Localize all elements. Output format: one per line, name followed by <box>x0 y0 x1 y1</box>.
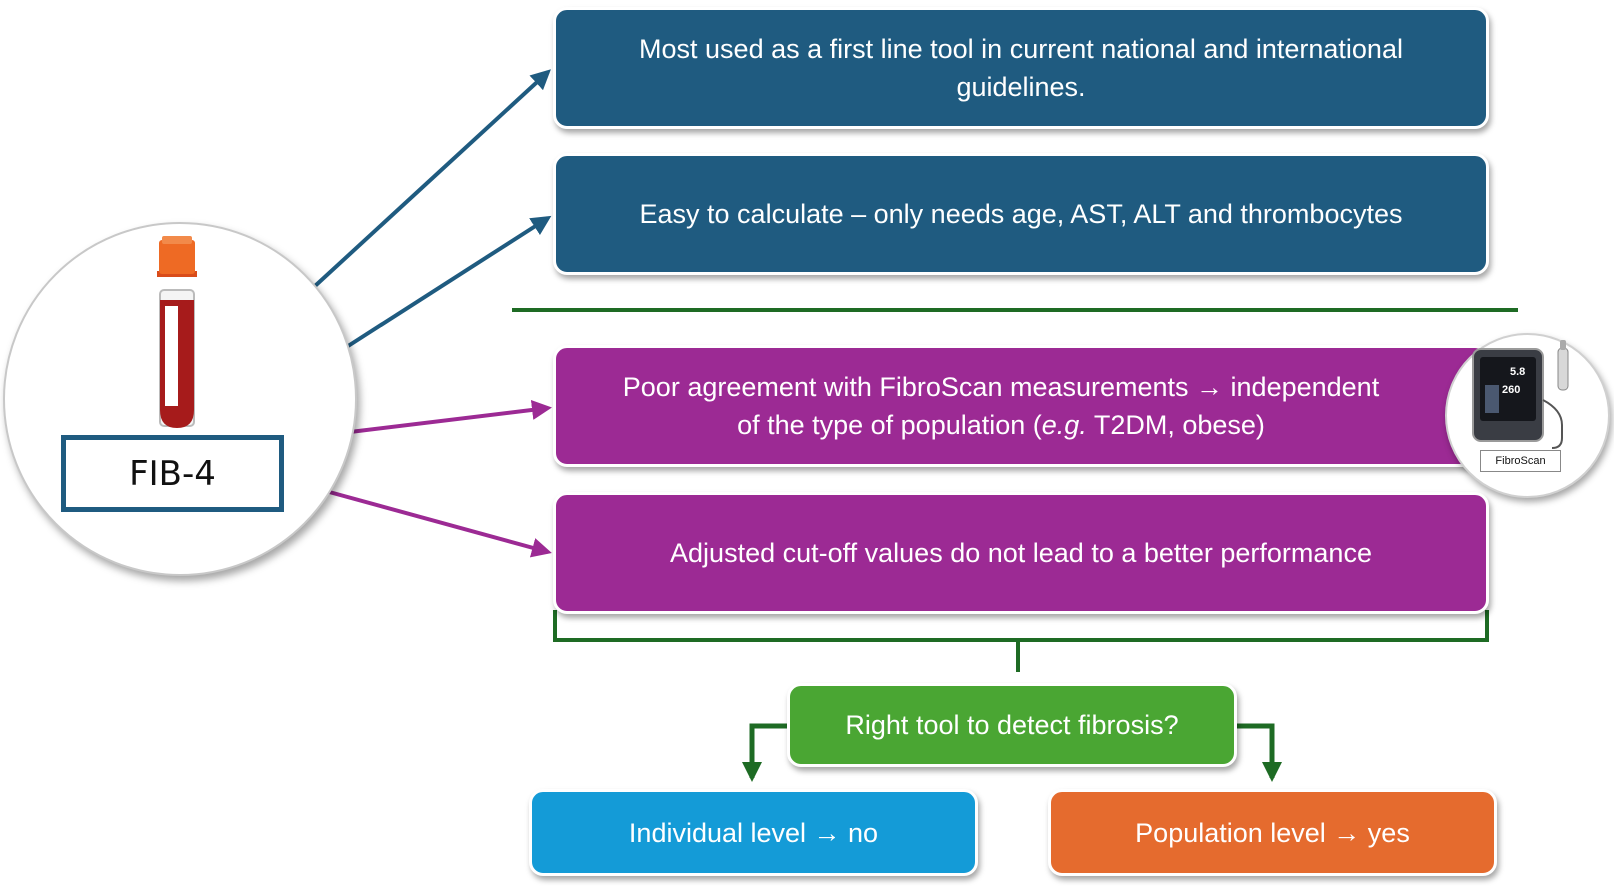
fib4-label: FIB-4 <box>61 435 284 512</box>
arrow-to-guidelines <box>313 69 551 288</box>
poor-agreement-box: Poor agreement with FibroScan measuremen… <box>553 345 1489 467</box>
easy-calc-box: Easy to calculate – only needs age, AST,… <box>553 153 1489 275</box>
individual-level-box: Individual level → no <box>529 789 978 876</box>
poor-agreement-line2: of the type of population (e.g. T2DM, ob… <box>623 406 1379 444</box>
population-level-box: Population level → yes <box>1048 789 1497 876</box>
arrow-to-cutoff <box>321 488 552 558</box>
arrow-to-poor-agreement <box>349 399 552 434</box>
question-box: Right tool to detect fibrosis? <box>787 683 1237 767</box>
question-text: Right tool to detect fibrosis? <box>845 710 1179 740</box>
population-level-text: Population level → yes <box>1135 817 1410 848</box>
easy-calc-text: Easy to calculate – only needs age, AST,… <box>639 199 1403 229</box>
fibroscan-value-1: 5.8 <box>1510 366 1526 378</box>
fibroscan-label: FibroScan <box>1480 450 1561 472</box>
fib4-circle <box>3 222 357 576</box>
fibroscan-circle <box>1445 333 1610 498</box>
arrow-to-easy-calc <box>343 215 552 350</box>
poor-agreement-line2-em: e.g. <box>1041 410 1087 440</box>
poor-agreement-line2-post: T2DM, obese) <box>1086 410 1265 440</box>
arrow-to-individual <box>742 723 787 782</box>
guidelines-text: Most used as a first line tool in curren… <box>639 34 1403 102</box>
fibroscan-value-2: 260 <box>1502 384 1521 396</box>
cutoff-text: Adjusted cut-off values do not lead to a… <box>670 538 1372 568</box>
poor-agreement-line2-pre: of the type of population ( <box>737 410 1042 440</box>
bracket <box>553 610 1489 672</box>
arrow-to-population <box>1237 723 1282 782</box>
guidelines-box: Most used as a first line tool in curren… <box>553 7 1489 129</box>
poor-agreement-line1: Poor agreement with FibroScan measuremen… <box>622 372 1380 402</box>
cutoff-box: Adjusted cut-off values do not lead to a… <box>553 492 1489 614</box>
individual-level-text: Individual level → no <box>628 817 879 848</box>
